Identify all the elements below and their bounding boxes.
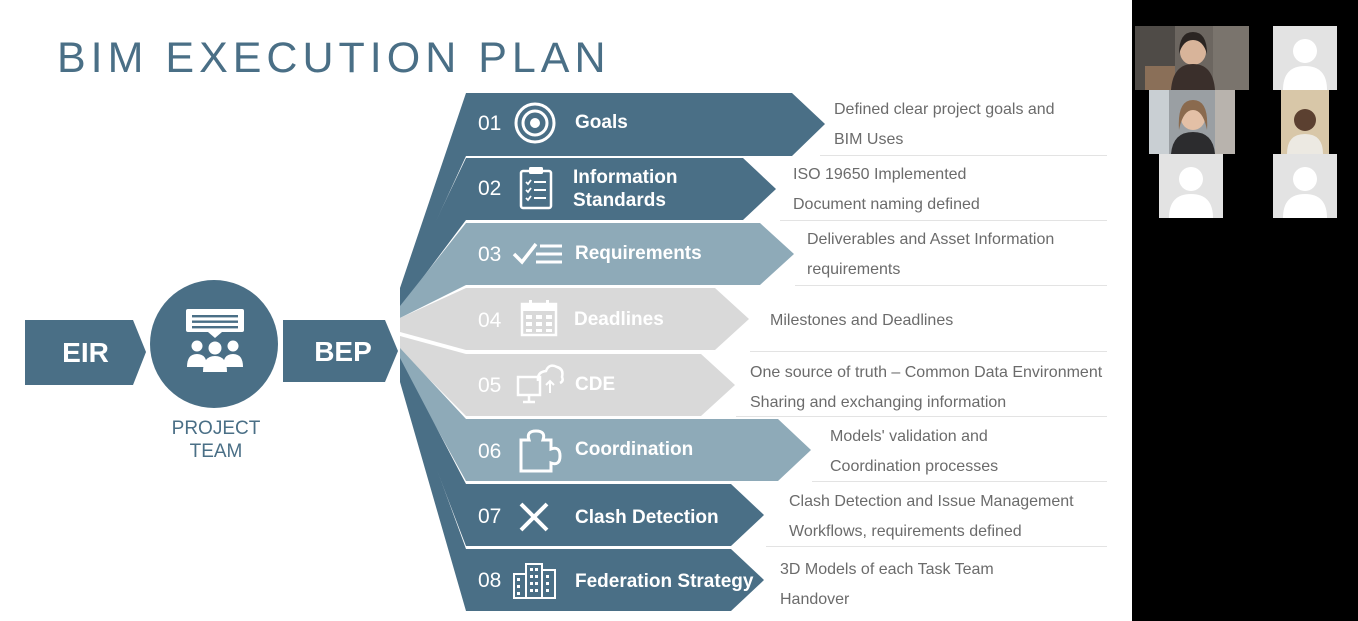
divider [766, 546, 1107, 547]
step-number-04: 04 [478, 309, 502, 332]
step-label-08: Federation Strategy [575, 571, 754, 592]
divider [736, 416, 1107, 417]
step-number-02: 02 [478, 177, 502, 200]
step-label-04: Deadlines [574, 309, 664, 330]
eir-arrow [25, 320, 146, 385]
step-label-01: Goals [575, 112, 628, 133]
step-label-06: Coordination [575, 439, 694, 460]
participants-panel [1132, 0, 1358, 621]
step-shape-01 [466, 93, 825, 156]
step-number-08: 08 [478, 569, 502, 592]
eir-label: EIR [62, 337, 109, 368]
divider [780, 220, 1107, 221]
divider [750, 351, 1107, 352]
avatar-placeholder-icon [1169, 167, 1213, 218]
step-number-06: 06 [478, 440, 502, 463]
participant-video-icon [1149, 90, 1235, 154]
step-label-03: Requirements [575, 243, 702, 264]
divider [812, 481, 1107, 482]
puzzle-icon [519, 429, 562, 473]
team-meeting-icon [186, 309, 244, 372]
step-shape-07 [466, 484, 764, 546]
participant-tile[interactable] [1273, 154, 1337, 218]
bep-arrow [283, 320, 398, 382]
x-cross-icon [519, 502, 549, 532]
participant-video-icon [1135, 26, 1249, 90]
buildings-icon [513, 563, 556, 599]
participant-video-tile[interactable] [1135, 26, 1249, 90]
step-shape-05 [466, 354, 735, 416]
step-number-01: 01 [478, 112, 502, 135]
flow-diagram [25, 93, 825, 611]
step-number-07: 07 [478, 505, 502, 528]
checklist-icon [512, 242, 562, 265]
bep-label: BEP [314, 336, 372, 367]
cloud-monitor-icon [516, 364, 564, 404]
participant-tile[interactable] [1273, 26, 1337, 90]
participant-video-tile[interactable] [1281, 90, 1329, 154]
step-number-03: 03 [478, 243, 502, 266]
step-shape-02 [466, 158, 776, 220]
project-team-label: PROJECT TEAM [171, 418, 261, 462]
clipboard-checklist-icon [519, 167, 553, 210]
step-label-05: CDE [575, 374, 616, 395]
avatar-placeholder-icon [1283, 167, 1327, 218]
divider [795, 285, 1107, 286]
step-shape-03 [466, 223, 794, 285]
target-icon [514, 102, 556, 144]
slide-title: BIM EXECUTION PLAN [57, 34, 611, 82]
step-description-05: One source of truth – Common Data Enviro… [750, 364, 1103, 411]
step-label-07: Clash Detection [575, 507, 719, 528]
calendar-icon [520, 300, 558, 337]
avatar-placeholder-icon [1283, 39, 1327, 90]
presentation-slide: BIM EXECUTION PLAN [25, 34, 1107, 611]
step-label-02: Information Standards [573, 167, 678, 211]
step-description-04: Milestones and Deadlines [770, 312, 954, 329]
participant-tile[interactable] [1159, 154, 1223, 218]
participant-video-tile[interactable] [1149, 90, 1235, 154]
step-number-05: 05 [478, 374, 502, 397]
divider [820, 155, 1107, 156]
participant-video-icon [1281, 90, 1329, 154]
